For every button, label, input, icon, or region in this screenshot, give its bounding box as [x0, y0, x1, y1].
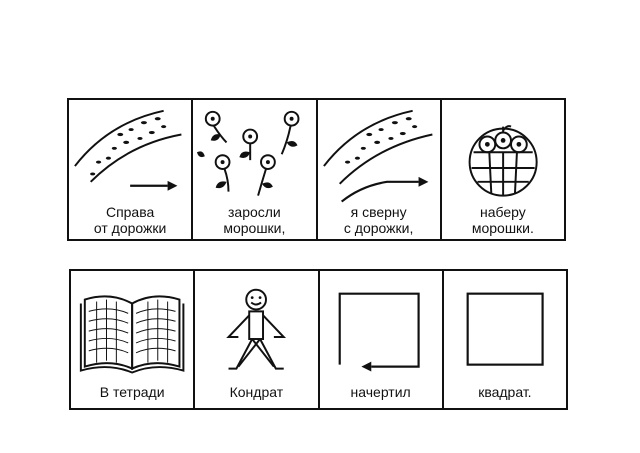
sentence-strip-2: В тетради Кондрат начертил [69, 269, 568, 410]
berry-basket-icon [468, 125, 538, 197]
card-kondrat: Кондрат [195, 271, 320, 408]
card-path-right: Справа от дорожки [69, 100, 194, 239]
card-square: квадрат. [444, 271, 566, 408]
card-caption: Кондрат [229, 384, 284, 400]
square-icon [466, 292, 544, 366]
path-arrow-right-icon [74, 109, 182, 191]
card-caption-line2: от дорожки [93, 220, 167, 236]
card-caption-line2: морошки. [471, 220, 534, 236]
card-caption-line1: я сверну [350, 204, 407, 220]
card-berry-basket: наберу морошки. [442, 100, 564, 239]
card-caption-line2: с дорожки, [343, 220, 414, 236]
card-caption: начертил [350, 384, 411, 400]
card-notebook: В тетради [71, 271, 196, 408]
card-caption-line1: наберу [479, 204, 526, 220]
card-caption-line1: заросли [227, 204, 281, 220]
card-caption: квадрат. [478, 384, 532, 400]
sentence-strip-1: Справа от дорожки [67, 98, 566, 241]
card-turn-off-path: я сверну с дорожки, [318, 100, 442, 239]
card-caption: В тетради [99, 384, 165, 400]
card-caption-line1: Справа [105, 204, 155, 220]
stick-figure-icon [226, 288, 287, 370]
card-caption-line2: морошки, [223, 220, 286, 236]
path-turn-arrow-icon [322, 109, 433, 203]
cloudberry-plants-icon [197, 110, 300, 196]
square-drawn-arrow-icon [338, 292, 420, 372]
card-cloudberries: заросли морошки, [193, 100, 318, 239]
open-notebook-icon [79, 295, 185, 374]
card-drew: начертил [320, 271, 444, 408]
